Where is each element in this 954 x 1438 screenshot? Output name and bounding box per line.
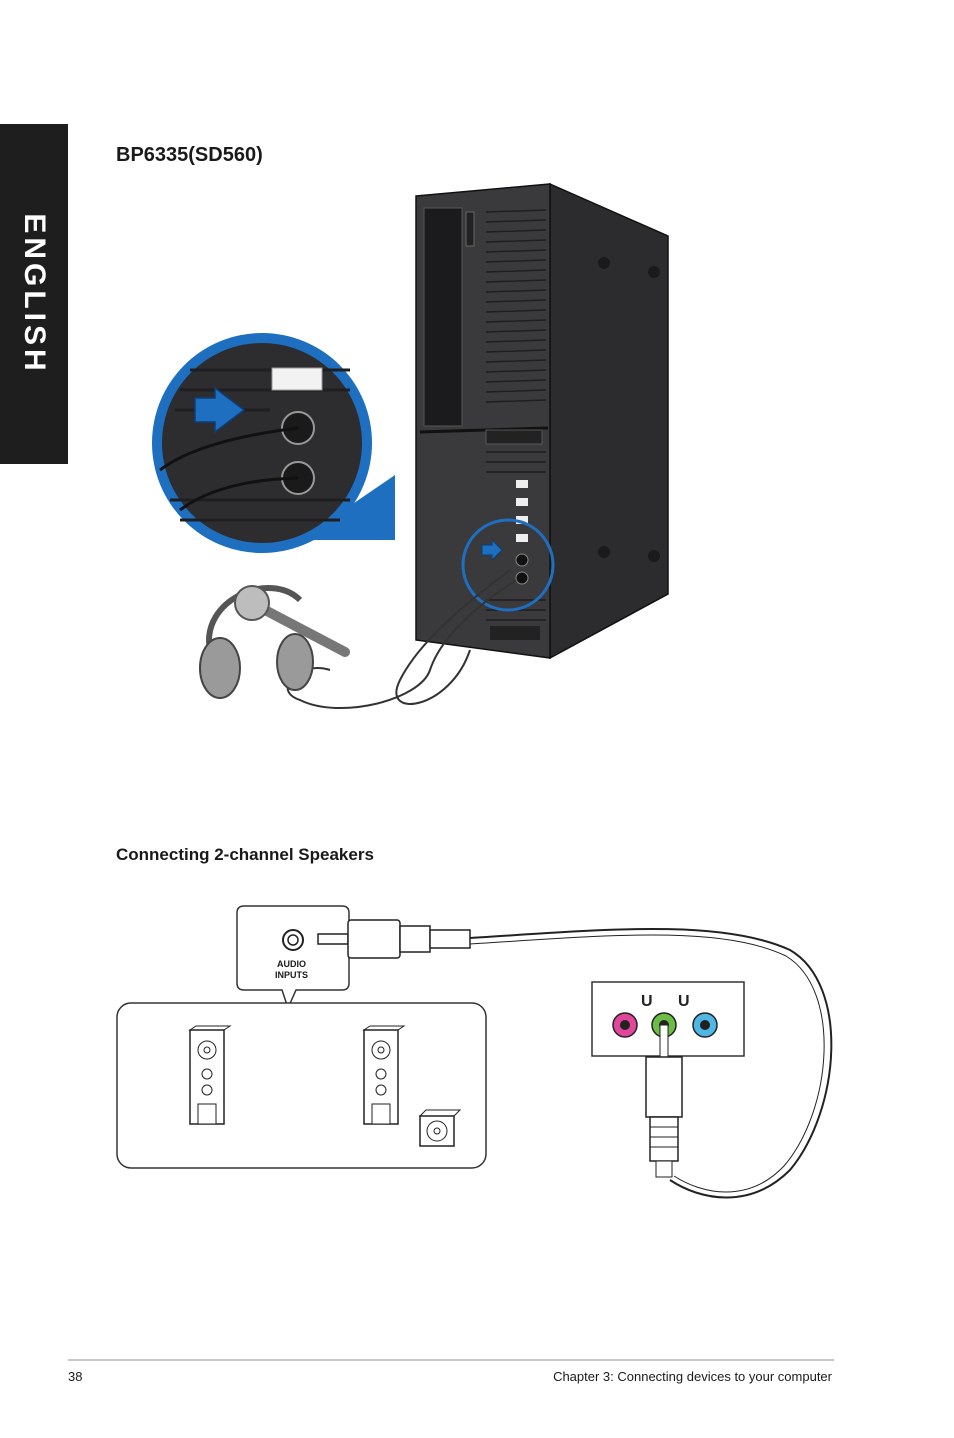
- subwoofer-icon: [418, 1109, 462, 1147]
- tower-audio-figure: [152, 182, 669, 709]
- right-speaker-icon: [362, 1025, 406, 1125]
- speaker-cable: [469, 928, 833, 1199]
- page-number: 38: [68, 1369, 83, 1384]
- headphone-cable: [395, 569, 511, 705]
- svg-text:U: U: [678, 993, 690, 1010]
- speakers-heading: Connecting 2-channel Speakers: [116, 845, 374, 864]
- large-arrow-icon: [194, 386, 246, 434]
- footer-rule: [68, 1359, 834, 1361]
- microphone-icon: [234, 585, 350, 657]
- optical-drive-bay: [423, 207, 463, 427]
- small-arrow-icon: [481, 538, 503, 562]
- model-heading: BP6335(SD560): [116, 144, 263, 166]
- svg-text:U: U: [641, 993, 653, 1010]
- port-highlight-circle: [461, 518, 555, 612]
- audio-inputs-label-1: AUDIO: [277, 959, 306, 969]
- audio-inputs-label-2: INPUTS: [275, 970, 308, 980]
- chapter-title: Chapter 3: Connecting devices to your co…: [553, 1369, 832, 1384]
- left-speaker-icon: [188, 1025, 232, 1125]
- language-side-tab: ENGLISH: [0, 124, 68, 464]
